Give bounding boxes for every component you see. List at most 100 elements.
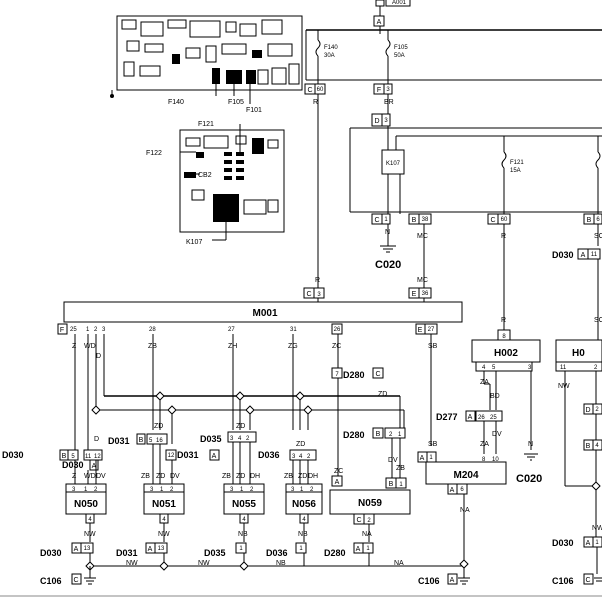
relay-box-thumbnail: F121 F122 CB2 K107 <box>146 121 285 246</box>
h002-label: H002 <box>494 348 518 359</box>
conn-c1-pin: 1 <box>384 217 388 223</box>
m204-pin-10: 10 <box>492 457 499 463</box>
n051-pin-2: 2 <box>170 487 174 493</box>
wire-nw-n050: NW <box>84 531 96 538</box>
conn-c3-letter: C <box>306 291 311 298</box>
d036-pin-3: 3 <box>292 454 296 460</box>
conn-b6-pin: 6 <box>596 217 600 223</box>
d036-pin-4: 4 <box>299 454 303 460</box>
c106-left-letter: C <box>73 577 78 584</box>
wire-zd2-n051: ZD <box>156 473 165 480</box>
c106-mid-label: C106 <box>418 576 440 586</box>
n051-pin-1: 1 <box>160 487 164 493</box>
thumb-label-f101: F101 <box>246 107 262 114</box>
relay-k107-label: K107 <box>386 161 401 167</box>
wire-zb-n055: ZB <box>222 473 231 480</box>
d280-bottom-pin: 1 <box>366 546 370 552</box>
thumb-label-f122: F122 <box>146 150 162 157</box>
h0-cut-pin-2: 2 <box>594 365 598 371</box>
d280-c-pin: 7 <box>335 372 339 378</box>
d030-a-pin-11: 11 <box>85 454 92 460</box>
conn-e36-letter: E <box>412 291 417 298</box>
wire-dv-n051: DV <box>170 473 180 480</box>
wire-zd-n055: ZD <box>236 423 245 430</box>
wire-nw-bus-2: NW <box>198 560 210 567</box>
m001-pin-1: 1 <box>86 327 90 333</box>
m001-pin-28: 28 <box>149 327 156 333</box>
h002-pin-5: 5 <box>492 365 496 371</box>
n059-module: A ZC B 1 N059 C 2 NA <box>329 468 411 542</box>
wire-zb-n051: ZB <box>141 473 150 480</box>
n055-pin-3: 3 <box>230 487 234 493</box>
h002-pin-4: 4 <box>482 365 486 371</box>
relay-output-connectors: C 1 N C020 B 38 MC MC C 60 R R B 6 SC D0… <box>371 213 602 340</box>
n050-pin-2: 2 <box>94 487 98 493</box>
a001-letter: A <box>377 19 382 26</box>
wire-zc-n059: ZC <box>334 468 343 475</box>
bottom-ground-bus: D030 A 13 D031 A 13 D035 1 D036 1 D280 A… <box>40 536 602 586</box>
d280-b-label: D280 <box>343 430 365 440</box>
d031-a-letter: A <box>212 453 217 460</box>
d031-b-letter: B <box>139 437 144 444</box>
n059-bottom-pin: 2 <box>367 518 371 524</box>
m001-label: M001 <box>252 308 277 319</box>
d277-pin-25: 25 <box>490 415 497 421</box>
d030-a-pin-12: 12 <box>94 454 101 460</box>
d030-bottom-right-label: D030 <box>552 538 574 548</box>
d030-a-label: D030 <box>62 460 84 470</box>
wire-nw-right-lower: NW <box>592 525 602 532</box>
wire-dh-n056: DH <box>308 473 318 480</box>
d030-bottom-letter: A <box>74 546 79 553</box>
c106-right-letter: C <box>585 577 590 584</box>
d030-bottom-right-letter: A <box>586 540 591 547</box>
m001-pin-letter-f: F <box>60 327 64 334</box>
wire-zd-n051: ZD <box>154 423 163 430</box>
conn-b38-pin: 38 <box>422 217 429 223</box>
thumb-label-f121: F121 <box>198 121 214 128</box>
d-right-pin: 2 <box>595 407 599 413</box>
m001-module: M001 F 25 1 2 3 28 27 31 26 E 27 <box>57 301 463 335</box>
n051-module: 3 1 2 N051 4 NW <box>143 483 185 542</box>
wire-dv-n059: DV <box>388 457 398 464</box>
m001-pin-2: 2 <box>94 327 98 333</box>
d030-right-pin: 11 <box>591 252 598 258</box>
wire-bd: BD <box>490 393 500 400</box>
h002-pin-top: 8 <box>502 334 506 340</box>
thumb-label-f140: F140 <box>168 99 184 106</box>
top-fuse-block: A001 A F140 30A F105 50A C 60 R F 3 BR <box>304 0 602 282</box>
d035-pin-4: 4 <box>238 436 242 442</box>
m204-bottom-pin: 6 <box>460 487 464 493</box>
n055-pin-2: 2 <box>250 487 254 493</box>
d280-b-pin-1: 1 <box>398 432 402 438</box>
d030-bottom-pin: 13 <box>84 546 91 552</box>
n050-label: N050 <box>74 499 98 510</box>
n050-pin-3: 3 <box>72 487 76 493</box>
n055-label: N055 <box>232 499 256 510</box>
m001-output-wires: Z WD D ZB ZH ZG ZC SB ZD <box>72 334 438 478</box>
wire-n-h002: N <box>528 441 533 448</box>
conn-c3-pin: 3 <box>317 292 321 298</box>
d280-b-letter: B <box>376 431 381 438</box>
h0-cut-pin-11: 11 <box>560 365 567 371</box>
wire-sb-m204: SB <box>428 441 438 448</box>
d036-label: D036 <box>258 450 280 460</box>
wire-r-upper: R <box>313 99 318 106</box>
n051-bottom-pin: 4 <box>162 517 166 523</box>
wire-nw-right: NW <box>558 383 570 390</box>
d277-pin-26: 26 <box>478 415 485 421</box>
fuse-box-thumbnail: F140 F105 F101 <box>110 15 303 114</box>
thumb-label-f105: F105 <box>228 99 244 106</box>
m204-pin-8: 8 <box>482 457 486 463</box>
wire-r-h002: R <box>501 317 506 324</box>
conn-d-pin: 3 <box>384 118 388 124</box>
wire-nb-bus: NB <box>276 560 286 567</box>
n059-bottom-letter: C <box>356 517 361 524</box>
d280-c-letter: C <box>375 371 380 378</box>
m001-pin-26: 26 <box>334 327 341 333</box>
fuse-f105-rating: 50A <box>394 53 405 59</box>
n059-pin-1: 1 <box>399 482 403 488</box>
m204-label: M204 <box>453 470 478 481</box>
ground-c020-right: C020 <box>516 473 542 485</box>
c106-right-label: C106 <box>552 576 574 586</box>
